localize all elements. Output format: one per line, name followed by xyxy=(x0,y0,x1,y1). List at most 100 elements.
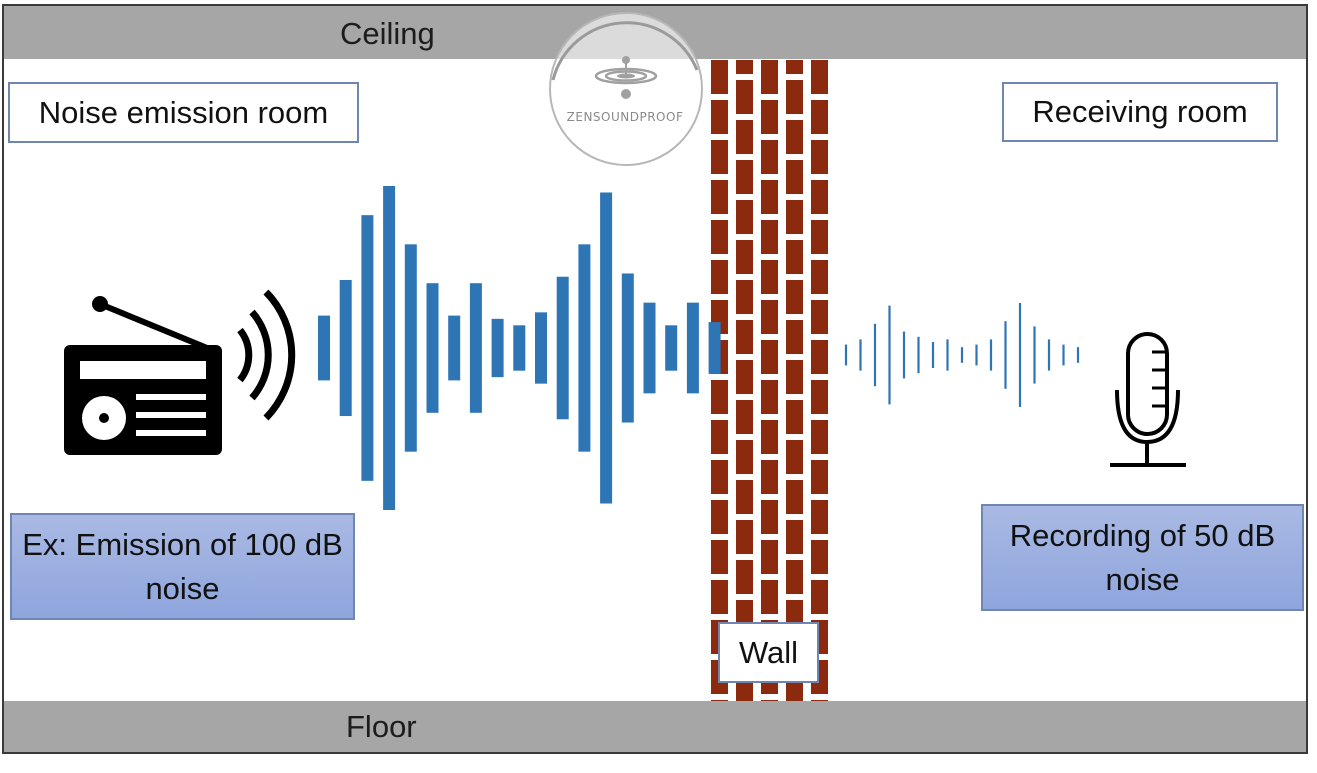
wall-brick xyxy=(811,260,828,294)
quiet-wave-bar xyxy=(1062,344,1065,366)
wall-brick xyxy=(736,120,753,154)
ceiling-label: Ceiling xyxy=(340,16,435,51)
wall-brick xyxy=(711,580,728,614)
quiet-wave-bar xyxy=(1018,303,1022,407)
loud-wave-bar xyxy=(578,244,591,452)
wall-brick xyxy=(761,580,778,614)
wall-brick xyxy=(761,180,778,214)
wall-brick xyxy=(711,420,728,454)
loud-wave-bar xyxy=(621,273,634,423)
wall-brick xyxy=(811,420,828,454)
wall-brick xyxy=(736,400,753,434)
loud-wave-bar xyxy=(339,279,352,417)
quiet-wave-bar xyxy=(902,331,906,379)
wall-brick xyxy=(711,500,728,534)
wall-brick xyxy=(761,60,778,94)
loud-wave-bar xyxy=(535,312,547,384)
floor-label: Floor xyxy=(346,709,417,744)
wall-brick xyxy=(811,380,828,414)
wall-brick xyxy=(811,140,828,174)
loud-wave-bar xyxy=(600,192,613,504)
wall-brick xyxy=(711,100,728,134)
quiet-wave-bar xyxy=(888,305,891,405)
wall-brick xyxy=(811,460,828,494)
loud-wave-bar xyxy=(513,325,526,371)
wall-brick xyxy=(761,420,778,454)
loud-wave-bar xyxy=(643,302,656,394)
quiet-wave-bar xyxy=(1033,326,1036,384)
wall-brick xyxy=(736,480,753,514)
wall-brick xyxy=(786,160,803,194)
quiet-wave-bar xyxy=(859,339,862,371)
wall-brick xyxy=(786,200,803,234)
quiet-wave-bar xyxy=(1047,339,1051,371)
wall-brick xyxy=(711,180,728,214)
wall-brick xyxy=(811,340,828,374)
wall-brick xyxy=(786,480,803,514)
wall-brick xyxy=(786,400,803,434)
ripple-logo-icon xyxy=(549,12,703,166)
quiet-wave-bar xyxy=(960,347,964,363)
wall-label: Wall xyxy=(718,622,819,683)
wall-brick xyxy=(811,220,828,254)
logo-wordmark: ZENSOUNDPROOF xyxy=(566,110,684,124)
wall-brick xyxy=(736,440,753,474)
wall-brick xyxy=(736,320,753,354)
wall-brick xyxy=(811,60,828,94)
loud-wave-bar xyxy=(491,318,504,378)
floor-band xyxy=(4,701,1306,752)
wall-brick xyxy=(736,240,753,274)
wall-brick xyxy=(736,160,753,194)
wall-brick xyxy=(711,380,728,414)
quiet-wave-bar xyxy=(946,339,949,371)
wall-brick xyxy=(761,500,778,534)
loud-wave-bar xyxy=(686,302,699,394)
receiving-room-label: Receiving room xyxy=(1002,82,1278,142)
quiet-wave-bar xyxy=(975,344,978,366)
wall-brick xyxy=(786,440,803,474)
wall-brick xyxy=(761,300,778,334)
wall-brick xyxy=(786,520,803,554)
wall-brick xyxy=(786,80,803,114)
loud-wave-bar xyxy=(556,276,569,420)
wall-brick xyxy=(711,540,728,574)
wall-brick xyxy=(761,540,778,574)
wall-brick xyxy=(736,200,753,234)
wall-brick xyxy=(711,60,728,94)
wall-brick xyxy=(761,260,778,294)
loud-wave-bar xyxy=(448,315,461,381)
wall-brick xyxy=(811,180,828,214)
wall-brick xyxy=(811,700,828,701)
wall-brick xyxy=(736,280,753,314)
wall-brick xyxy=(811,100,828,134)
loud-wave-bar xyxy=(404,244,417,452)
quiet-wave-bar xyxy=(917,336,920,374)
loud-wave-bar xyxy=(665,325,678,371)
wall-brick xyxy=(761,340,778,374)
quiet-wave-bar xyxy=(844,344,848,366)
recording-note: Recording of 50 dB noise xyxy=(981,504,1304,611)
wall-brick xyxy=(736,680,753,701)
loud-wave-bar xyxy=(383,186,396,510)
wall-brick xyxy=(761,220,778,254)
wall-brick xyxy=(761,100,778,134)
loud-wave-bar xyxy=(318,315,330,381)
wall-brick xyxy=(711,140,728,174)
quiet-wave-bar xyxy=(1004,321,1007,389)
wall-brick xyxy=(811,580,828,614)
wall-brick xyxy=(786,280,803,314)
quiet-wave-bar xyxy=(989,339,993,371)
wall-brick xyxy=(811,500,828,534)
wall-brick xyxy=(736,560,753,594)
emission-room-label: Noise emission room xyxy=(8,82,359,143)
wall-brick xyxy=(761,140,778,174)
wall-brick xyxy=(711,260,728,294)
wall-brick xyxy=(761,700,778,701)
wall-brick xyxy=(736,60,753,74)
